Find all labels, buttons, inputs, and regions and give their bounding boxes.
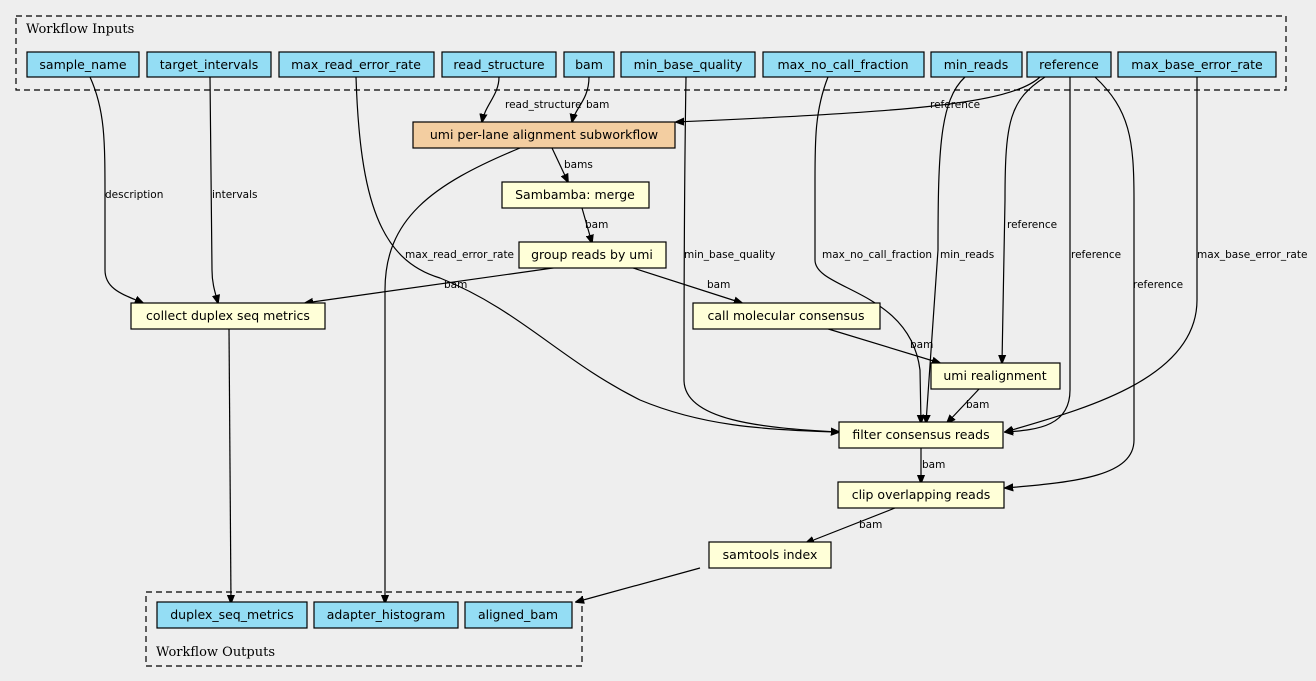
edge-label-reference-clip: reference	[1133, 279, 1183, 291]
step-samtools-index[interactable]: samtools index	[708, 541, 832, 569]
output-nodes: duplex_seq_metrics adapter_histogram ali…	[156, 601, 573, 629]
svg-text:collect duplex seq metrics: collect duplex seq metrics	[146, 308, 310, 323]
edge-read-structure	[482, 76, 500, 122]
step-nodes: umi per-lane alignment subworkflow Samba…	[130, 121, 1061, 569]
step-umi-alignment-subworkflow[interactable]: umi per-lane alignment subworkflow	[412, 121, 676, 149]
edge-label-min-reads: min_reads	[940, 249, 994, 261]
edge-clip-samtools	[806, 507, 896, 543]
input-target-intervals[interactable]: target_intervals	[146, 51, 272, 78]
edge-bam	[572, 76, 590, 122]
edge-max-read-error	[355, 76, 839, 432]
input-max-base-error-rate[interactable]: max_base_error_rate	[1117, 51, 1277, 78]
svg-text:min_reads: min_reads	[944, 57, 1008, 72]
edge-label-bam-sambamba: bam	[585, 219, 608, 231]
svg-text:aligned_bam: aligned_bam	[478, 607, 558, 622]
edge-samtools-aligned	[576, 567, 701, 602]
svg-text:call molecular consensus: call molecular consensus	[708, 308, 865, 323]
edge-max-base-error	[1005, 77, 1198, 432]
inputs-cluster-label: Workflow Inputs	[26, 22, 134, 37]
outputs-cluster: Workflow Outputs	[145, 591, 583, 667]
edge-label-bam-samtools: bam	[859, 519, 882, 531]
edge-sample-name	[89, 76, 143, 303]
edge-label-intervals: intervals	[212, 189, 258, 201]
inputs-cluster: Workflow Inputs	[15, 15, 1287, 91]
edge-realignment-filter	[947, 387, 981, 423]
edge-reference-filter	[1005, 77, 1071, 432]
step-umi-realignment[interactable]: umi realignment	[930, 362, 1061, 390]
svg-text:bam: bam	[575, 57, 603, 72]
edge-reference-clip	[1005, 76, 1135, 488]
edge-label-bam-filter: bam	[966, 399, 989, 411]
svg-text:min_base_quality: min_base_quality	[634, 57, 743, 72]
edge-group-consensus	[629, 266, 742, 303]
edge-label-description: description	[105, 189, 163, 201]
input-nodes: sample_name target_intervals max_read_er…	[26, 51, 1277, 78]
svg-text:max_read_error_rate: max_read_error_rate	[291, 57, 421, 72]
step-filter-consensus-reads[interactable]: filter consensus reads	[838, 421, 1004, 449]
edge-labels: read_structure bam reference bams bam de…	[105, 99, 1307, 531]
output-duplex-seq-metrics[interactable]: duplex_seq_metrics	[156, 601, 308, 629]
input-sample-name[interactable]: sample_name	[26, 51, 140, 78]
outputs-cluster-label: Workflow Outputs	[156, 645, 275, 660]
edge-max-no-call	[814, 76, 921, 423]
edge-label-bam-realignment: bam	[910, 339, 933, 351]
svg-text:umi per-lane alignment subwork: umi per-lane alignment subworkflow	[430, 127, 658, 142]
edge-label-bams: bams	[564, 159, 593, 171]
edge-label-bam-consensus: bam	[707, 279, 730, 291]
step-group-reads-by-umi[interactable]: group reads by umi	[518, 241, 667, 269]
svg-text:reference: reference	[1039, 57, 1099, 72]
output-adapter-histogram[interactable]: adapter_histogram	[313, 601, 459, 629]
edge-label-bam-collect: bam	[444, 279, 467, 291]
edge-consensus-realignment	[824, 327, 940, 363]
output-aligned-bam[interactable]: aligned_bam	[464, 601, 573, 629]
svg-text:clip overlapping reads: clip overlapping reads	[852, 487, 991, 502]
svg-text:sample_name: sample_name	[39, 57, 126, 72]
svg-text:max_no_call_fraction: max_no_call_fraction	[777, 57, 908, 72]
input-bam[interactable]: bam	[563, 51, 615, 78]
svg-text:filter consensus reads: filter consensus reads	[852, 427, 989, 442]
edge-label-min-base-quality: min_base_quality	[684, 249, 775, 261]
edge-target-intervals	[209, 76, 218, 303]
svg-text:Sambamba: merge: Sambamba: merge	[515, 187, 635, 202]
edge-label-reference-realignment: reference	[1007, 219, 1057, 231]
edge-label-reference-filter: reference	[1071, 249, 1121, 261]
input-reference[interactable]: reference	[1026, 51, 1112, 78]
edge-collect-metrics-out	[229, 327, 231, 603]
input-read-structure[interactable]: read_structure	[441, 51, 557, 78]
step-clip-overlapping-reads[interactable]: clip overlapping reads	[837, 481, 1005, 509]
input-min-reads[interactable]: min_reads	[930, 51, 1023, 78]
input-max-no-call-fraction[interactable]: max_no_call_fraction	[762, 51, 925, 78]
edge-min-reads	[926, 76, 966, 423]
edge-label-max-no-call-fraction: max_no_call_fraction	[822, 249, 932, 261]
edge-alignment-histogram	[385, 147, 521, 603]
step-sambamba-merge[interactable]: Sambamba: merge	[501, 181, 650, 209]
edge-group-collect	[305, 266, 561, 303]
edge-min-base-quality	[683, 76, 839, 432]
svg-text:duplex_seq_metrics: duplex_seq_metrics	[170, 607, 294, 622]
edge-label-reference-alignment: reference	[930, 99, 980, 111]
edge-reference-alignment	[676, 76, 1041, 122]
edge-label-read-structure: read_structure	[505, 99, 582, 111]
svg-text:read_structure: read_structure	[453, 57, 544, 72]
input-max-read-error-rate[interactable]: max_read_error_rate	[278, 51, 435, 78]
step-collect-duplex-seq-metrics[interactable]: collect duplex seq metrics	[130, 302, 326, 330]
edge-label-max-base-error-rate: max_base_error_rate	[1197, 249, 1307, 261]
edge-reference-realignment	[1002, 76, 1046, 363]
edge-label-bam: bam	[586, 99, 609, 111]
svg-text:samtools index: samtools index	[723, 547, 818, 562]
svg-text:target_intervals: target_intervals	[160, 57, 258, 72]
svg-text:adapter_histogram: adapter_histogram	[327, 607, 446, 622]
edge-alignment-sambamba	[551, 147, 568, 182]
svg-text:group reads by umi: group reads by umi	[531, 247, 653, 262]
input-min-base-quality[interactable]: min_base_quality	[620, 51, 756, 78]
edge-label-max-read-error-rate: max_read_error_rate	[405, 249, 514, 261]
edge-label-bam-clip: bam	[922, 459, 945, 471]
edge-sambamba-group	[581, 207, 592, 243]
edges	[89, 76, 1198, 603]
step-call-molecular-consensus[interactable]: call molecular consensus	[692, 302, 881, 330]
svg-text:umi realignment: umi realignment	[943, 368, 1046, 383]
svg-text:max_base_error_rate: max_base_error_rate	[1131, 57, 1263, 72]
